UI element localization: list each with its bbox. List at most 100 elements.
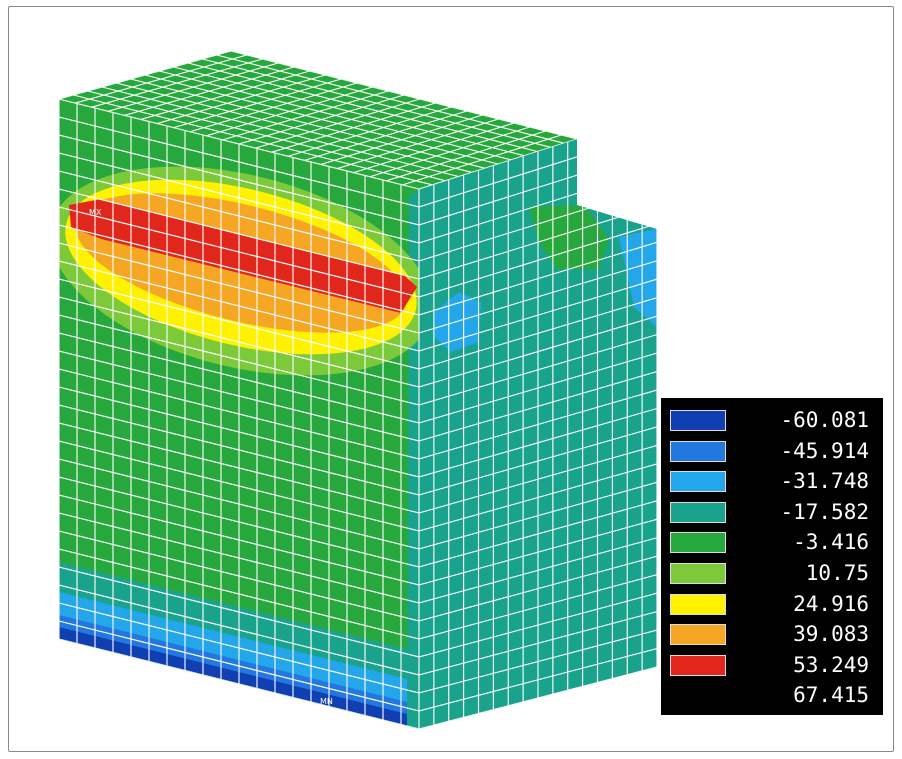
top-mesh-line-v bbox=[320, 114, 483, 165]
front-mesh-line-v bbox=[59, 170, 419, 262]
side-mesh-line-v bbox=[419, 537, 657, 604]
legend-row: -45.914 bbox=[661, 437, 883, 467]
top-mesh-line-v bbox=[140, 70, 310, 120]
side-mesh-line-v bbox=[419, 223, 657, 298]
side-mesh-line-v bbox=[419, 500, 657, 568]
legend-row: -31.748 bbox=[661, 467, 883, 497]
min-node-marker: MN bbox=[320, 697, 333, 706]
legend-swatch bbox=[670, 563, 726, 584]
node-markers: MX MN bbox=[89, 208, 333, 706]
legend-swatch bbox=[670, 593, 726, 615]
top-mesh-line-v bbox=[402, 134, 562, 186]
legend-value: -17.582 bbox=[780, 499, 869, 524]
legend-swatch bbox=[670, 471, 726, 493]
legend-value: 67.415 bbox=[793, 683, 869, 708]
top-mesh-line-v bbox=[189, 82, 357, 133]
front-mesh-line-v bbox=[59, 494, 419, 586]
side-mesh-line-v bbox=[419, 648, 657, 712]
legend-value: 39.083 bbox=[793, 622, 869, 647]
top-mesh-line-v bbox=[353, 122, 515, 174]
side-mesh-line-v bbox=[419, 426, 657, 496]
front-mesh-line-v bbox=[59, 584, 419, 676]
side-mesh-line-v bbox=[419, 241, 657, 316]
front-mesh-line-v bbox=[59, 404, 419, 496]
legend-value: 53.249 bbox=[793, 652, 869, 677]
front-mesh-line-v bbox=[59, 386, 419, 478]
fem-contour-model: MX MN bbox=[59, 51, 657, 729]
front-mesh-line-v bbox=[59, 638, 419, 729]
side-mesh-line-v bbox=[419, 334, 657, 406]
legend-value: 24.916 bbox=[793, 591, 869, 616]
front-mesh-line-v bbox=[59, 530, 419, 622]
legend-swatch bbox=[670, 654, 726, 676]
side-mesh-line-v bbox=[419, 518, 657, 586]
top-mesh-line-v bbox=[255, 98, 420, 149]
side-mesh-line-v bbox=[419, 444, 657, 514]
legend-row: -60.081 bbox=[661, 406, 883, 436]
legend-swatch bbox=[670, 440, 726, 462]
front-mesh-line-v bbox=[59, 332, 419, 424]
front-mesh-line-v bbox=[59, 422, 419, 514]
front-mesh-line-v bbox=[59, 350, 419, 442]
legend-row: 39.083 bbox=[661, 620, 883, 650]
front-mesh-line-v bbox=[59, 512, 419, 604]
front-mesh-line-v bbox=[59, 602, 419, 694]
top-mesh-line-v bbox=[271, 102, 436, 153]
top-mesh-line-v bbox=[304, 110, 468, 161]
side-mesh-line-v bbox=[419, 315, 657, 388]
legend-value: 10.75 bbox=[805, 561, 869, 585]
side-mesh-line-v bbox=[419, 204, 657, 280]
legend-row: -17.582 bbox=[661, 498, 883, 528]
front-mesh-line-v bbox=[59, 224, 419, 316]
front-mesh-line-v bbox=[59, 206, 419, 298]
front-mesh-line-v bbox=[59, 260, 419, 352]
top-face bbox=[59, 51, 577, 189]
legend-row: 67.415 bbox=[661, 681, 883, 711]
front-face bbox=[59, 99, 419, 729]
legend-swatch bbox=[670, 501, 726, 523]
side-mesh-line-v bbox=[419, 481, 657, 550]
top-mesh-line-v bbox=[124, 66, 295, 116]
side-mesh-line-v bbox=[419, 407, 657, 478]
front-mesh-line-v bbox=[59, 476, 419, 568]
top-mesh-line-v bbox=[238, 94, 405, 145]
top-mesh-line-v bbox=[107, 62, 279, 112]
front-mesh-line-v bbox=[59, 368, 419, 460]
legend-value: -60.081 bbox=[780, 408, 869, 432]
front-mesh-line-v bbox=[59, 440, 419, 532]
front-mesh-line-v bbox=[59, 548, 419, 640]
top-mesh-line-v bbox=[386, 130, 546, 182]
front-mesh-line-v bbox=[59, 188, 419, 280]
legend-row: -3.416 bbox=[661, 528, 883, 558]
top-mesh-line-v bbox=[75, 54, 247, 104]
top-mesh-line-v bbox=[337, 118, 499, 170]
front-mesh-line-v bbox=[59, 314, 419, 406]
front-mesh-line-v bbox=[59, 278, 419, 370]
front-mesh-line-v bbox=[59, 620, 419, 712]
legend-value: -3.416 bbox=[793, 530, 869, 555]
legend-swatch bbox=[670, 624, 726, 646]
side-mesh-line-v bbox=[419, 352, 657, 424]
top-mesh-line-v bbox=[91, 58, 263, 108]
legend-row: 10.75 bbox=[661, 559, 883, 589]
side-mesh-line-v bbox=[419, 371, 657, 442]
top-mesh-line-v bbox=[206, 86, 373, 137]
top-mesh-line-v bbox=[222, 90, 389, 141]
top-mesh-line-v bbox=[287, 106, 452, 157]
side-mesh-line-v bbox=[419, 260, 657, 334]
side-mesh-line-v bbox=[419, 611, 657, 676]
side-mesh-line-v bbox=[419, 574, 657, 640]
side-mesh-line-v bbox=[419, 555, 657, 622]
side-face bbox=[419, 139, 657, 729]
contour-legend: -60.081 -45.914-31.748-17.582 -3.416 10.75 2… bbox=[661, 398, 883, 715]
legend-row: 53.249 bbox=[661, 651, 883, 681]
front-mesh-line-v bbox=[59, 458, 419, 550]
front-mesh-line-v bbox=[59, 242, 419, 334]
front-mesh-line-v bbox=[59, 134, 419, 226]
side-mesh-line-v bbox=[419, 389, 657, 460]
side-mesh-line-v bbox=[419, 629, 657, 694]
side-mesh-line-v bbox=[419, 297, 657, 370]
side-mesh-line-v bbox=[419, 592, 657, 658]
top-mesh-line-v bbox=[173, 78, 342, 129]
side-mesh-line-v bbox=[419, 278, 657, 352]
